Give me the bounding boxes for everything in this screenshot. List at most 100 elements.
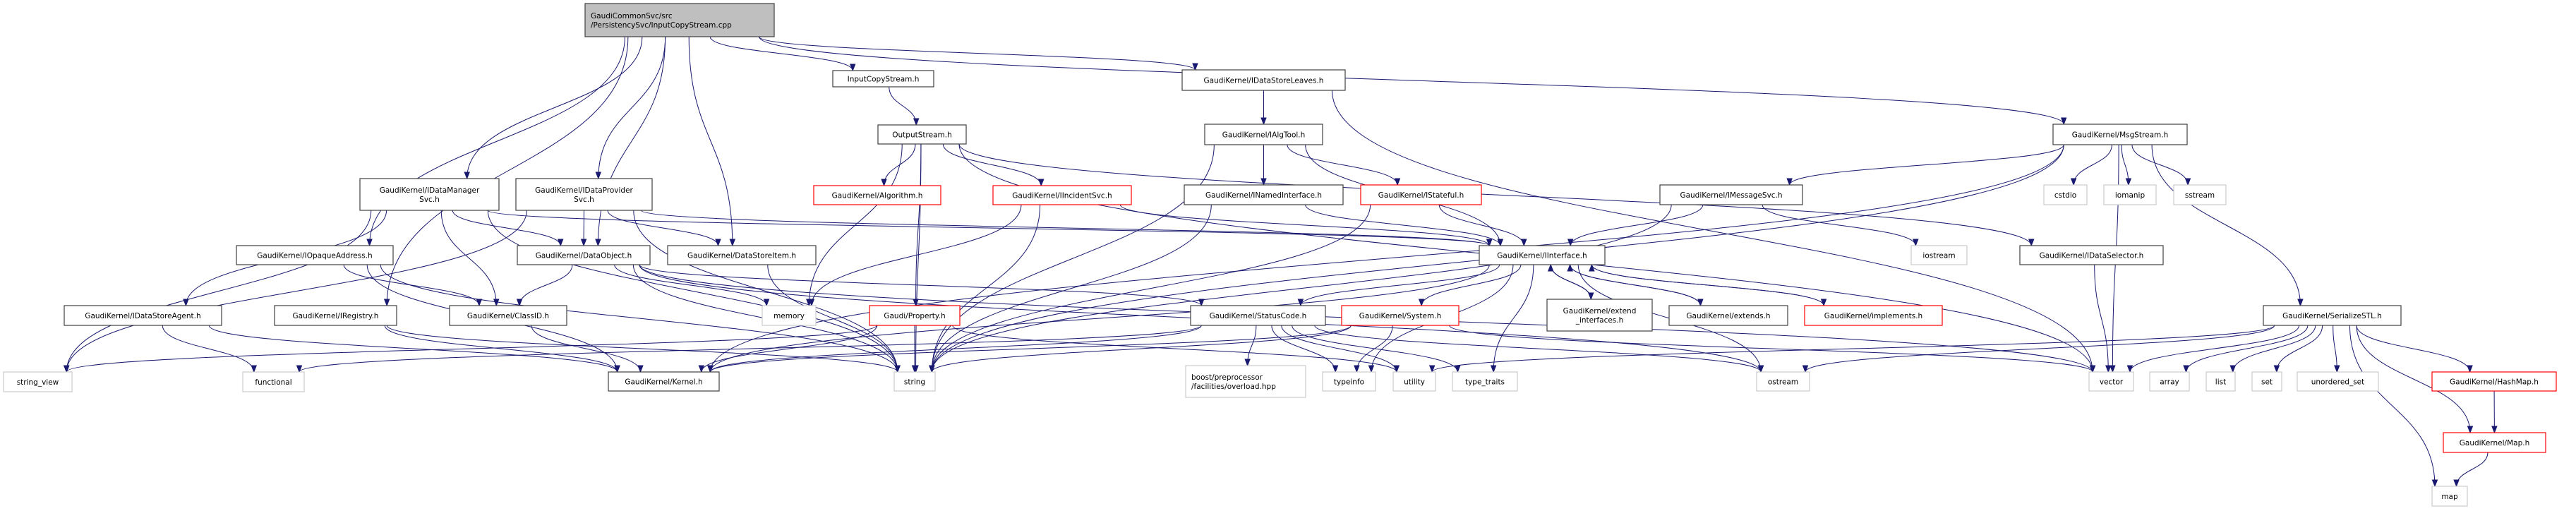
- node-inputcopystream[interactable]: InputCopyStream.h: [832, 70, 934, 88]
- node-box-idatamanagersvc[interactable]: [359, 178, 500, 211]
- node-idataselector[interactable]: GaudiKernel/IDataSelector.h: [2019, 245, 2164, 265]
- node-hashmap[interactable]: GaudiKernel/HashMap.h: [2431, 371, 2557, 392]
- node-type-traits: type_traits: [1452, 371, 1518, 392]
- node-box-system[interactable]: [1341, 305, 1459, 326]
- arrowhead-iopaqueaddress-icon: [366, 239, 373, 247]
- node-implements[interactable]: GaudiKernel/implements.h: [1804, 305, 1943, 326]
- node-kernel[interactable]: GaudiKernel/Kernel.h: [608, 371, 720, 392]
- node-msgstream[interactable]: GaudiKernel/MsgStream.h: [2052, 124, 2188, 145]
- node-box-iincidentsvc[interactable]: [992, 185, 1132, 205]
- node-box-istateful[interactable]: [1360, 184, 1482, 205]
- node-box-dataobject[interactable]: [517, 245, 651, 265]
- edge-dataobject-to-memory: [614, 264, 767, 306]
- arrowhead-statuscode-icon: [1198, 299, 1205, 307]
- node-label-iincidentsvc: GaudiKernel/IIncidentSvc.h: [1012, 191, 1112, 200]
- node-iopaqueaddress[interactable]: GaudiKernel/IOpaqueAddress.h: [236, 245, 394, 265]
- node-box-iinterface[interactable]: [1479, 245, 1606, 265]
- arrowhead-kernel-icon: [707, 365, 714, 373]
- edge-serializestl-to-set: [2276, 325, 2323, 373]
- node-box-map[interactable]: [2443, 432, 2546, 453]
- node-box-msgstream[interactable]: [2052, 124, 2188, 145]
- node-system[interactable]: GaudiKernel/System.h: [1341, 305, 1459, 326]
- arrowhead-list-icon: [2229, 365, 2236, 373]
- edge-inputcopystream-to-outputstream: [889, 86, 917, 126]
- node-map[interactable]: GaudiKernel/Map.h: [2443, 432, 2546, 453]
- node-box-extends[interactable]: [1668, 305, 1788, 326]
- arrowhead-implements-icon: [1820, 299, 1827, 307]
- node-imessagesvc[interactable]: GaudiKernel/IMessageSvc.h: [1659, 184, 1803, 205]
- node-datastoreitem[interactable]: GaudiKernel/DataStoreItem.h: [667, 245, 817, 265]
- edge-system-to-typeinfo: [1356, 325, 1393, 373]
- edge-outputstream-to-string: [915, 143, 922, 373]
- node-label-cstdio: cstdio: [2054, 191, 2076, 200]
- node-box-inputcopystream[interactable]: [832, 70, 934, 88]
- node-outputstream[interactable]: OutputStream.h: [877, 124, 967, 145]
- edge-iinterface-to-kernel: [709, 264, 1490, 373]
- arrowhead-type-traits-icon: [1490, 365, 1497, 373]
- node-box-implements[interactable]: [1804, 305, 1943, 326]
- node-extend-interfaces[interactable]: GaudiKernel/extend_interfaces.h: [1546, 299, 1653, 332]
- node-box-outputstream[interactable]: [877, 124, 967, 145]
- node-box-property[interactable]: [869, 305, 961, 326]
- node-label-algorithm: GaudiKernel/Algorithm.h: [832, 191, 923, 200]
- edge-serializestl-to-utility: [1431, 325, 2275, 373]
- node-serializestl[interactable]: GaudiKernel/SerializeSTL.h: [2263, 305, 2402, 326]
- edge-msgstream-to-kernel: [709, 144, 2064, 373]
- node-box-iregistry[interactable]: [274, 305, 397, 326]
- node-box-extend-interfaces[interactable]: [1546, 299, 1653, 332]
- node-iregistry[interactable]: GaudiKernel/IRegistry.h: [274, 305, 397, 326]
- node-box-kernel[interactable]: [608, 371, 720, 392]
- node-classid[interactable]: GaudiKernel/ClassID.h: [449, 305, 567, 326]
- node-root[interactable]: GaudiCommonSvc/src/PersistencySvc/InputC…: [584, 3, 775, 37]
- node-box-serializestl[interactable]: [2263, 305, 2402, 326]
- node-box-ialgtool[interactable]: [1204, 124, 1323, 145]
- node-label-set: set: [2261, 378, 2273, 386]
- node-label-dataobject: GaudiKernel/DataObject.h: [536, 251, 632, 260]
- node-inamedinterface[interactable]: GaudiKernel/INamedInterface.h: [1184, 184, 1344, 205]
- edge-root-to-idataprovidersvc: [598, 36, 666, 179]
- node-box-classid[interactable]: [449, 305, 567, 326]
- node-functional: functional: [242, 371, 305, 392]
- arrowhead-string-icon: [929, 365, 935, 373]
- node-statuscode[interactable]: GaudiKernel/StatusCode.h: [1190, 305, 1326, 326]
- node-iincidentsvc[interactable]: GaudiKernel/IIncidentSvc.h: [992, 185, 1132, 205]
- node-box-hashmap[interactable]: [2431, 371, 2557, 392]
- node-istateful[interactable]: GaudiKernel/IStateful.h: [1360, 184, 1482, 205]
- node-box-idataprovidersvc[interactable]: [515, 178, 653, 211]
- edge-root-to-inputcopystream: [709, 36, 853, 71]
- node-idatastoreagent[interactable]: GaudiKernel/IDataStoreAgent.h: [64, 305, 222, 326]
- edge-idataprovidersvc-to-iinterface: [641, 210, 1490, 246]
- node-label-inputcopystream: InputCopyStream.h: [848, 75, 920, 83]
- edge-inamedinterface-to-string: [931, 204, 1212, 373]
- node-box-inamedinterface[interactable]: [1184, 184, 1344, 205]
- arrowhead-datastoreitem-icon: [729, 239, 736, 247]
- edge-outputstream-to-idataselector: [958, 143, 2032, 246]
- edge-serializestl-to-list: [2232, 325, 2316, 373]
- node-array: array: [2149, 371, 2190, 392]
- node-box-statuscode[interactable]: [1190, 305, 1326, 326]
- node-dataobject[interactable]: GaudiKernel/DataObject.h: [517, 245, 651, 265]
- node-box-algorithm[interactable]: [813, 185, 941, 205]
- node-label-extend-interfaces: _interfaces.h: [1575, 316, 1624, 325]
- node-box-datastoreitem[interactable]: [667, 245, 817, 265]
- node-box-root[interactable]: [584, 3, 775, 37]
- node-box-imessagesvc[interactable]: [1659, 184, 1803, 205]
- node-box-iopaqueaddress[interactable]: [236, 245, 394, 265]
- node-label-property: Gaudi/Property.h: [884, 312, 945, 320]
- node-box-idataselector[interactable]: [2019, 245, 2164, 265]
- node-sstream: sstream: [2173, 184, 2227, 205]
- node-algorithm[interactable]: GaudiKernel/Algorithm.h: [813, 185, 941, 205]
- node-property[interactable]: Gaudi/Property.h: [869, 305, 961, 326]
- node-label-list: list: [2215, 378, 2226, 386]
- node-box-idatastoreagent[interactable]: [64, 305, 222, 326]
- node-box-idatastoreleaves[interactable]: [1181, 69, 1346, 91]
- edge-idatamanagersvc-to-dataobject: [452, 210, 561, 246]
- arrowhead-iostream-icon: [1913, 239, 1919, 247]
- node-extends[interactable]: GaudiKernel/extends.h: [1668, 305, 1788, 326]
- node-ialgtool[interactable]: GaudiKernel/IAlgTool.h: [1204, 124, 1323, 145]
- node-iinterface[interactable]: GaudiKernel/IInterface.h: [1479, 245, 1606, 265]
- arrowhead-utility-icon: [1428, 365, 1436, 373]
- node-idatastoreleaves[interactable]: GaudiKernel/IDataStoreLeaves.h: [1181, 69, 1346, 91]
